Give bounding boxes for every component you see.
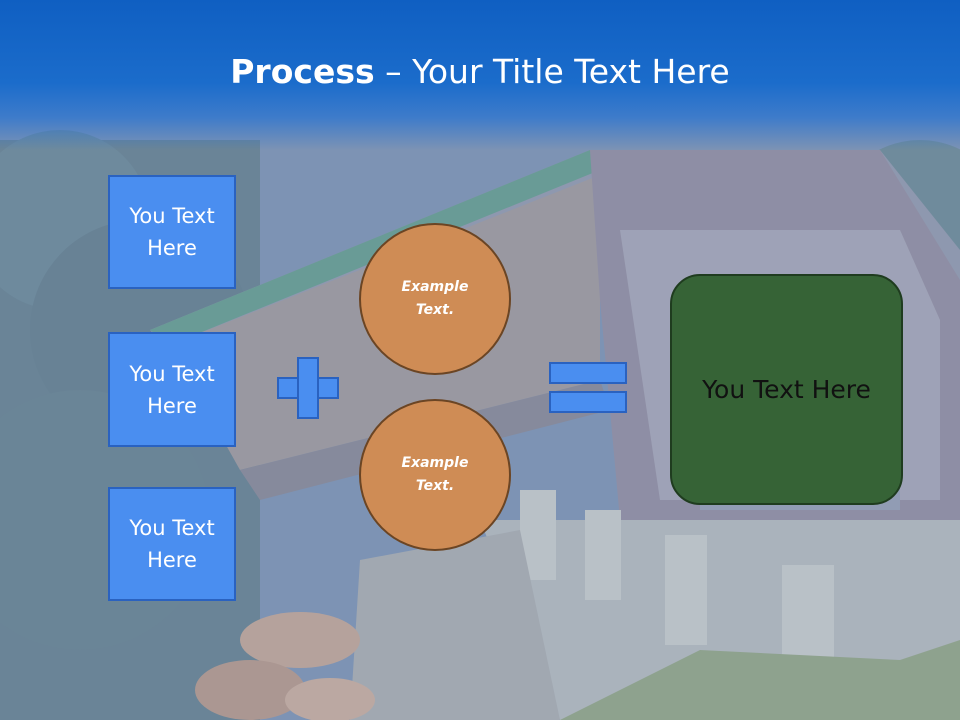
title-bold: Process: [230, 52, 375, 91]
input-box-3[interactable]: You Text Here: [108, 487, 236, 601]
result-box[interactable]: You Text Here: [670, 274, 903, 505]
slide-title: Process – Your Title Text Here: [0, 52, 960, 91]
input-box-2-label: You Text Here: [129, 361, 215, 418]
example-circle-1[interactable]: Example Text.: [359, 223, 511, 375]
title-text: Your Title Text Here: [412, 52, 730, 91]
input-box-1-label: You Text Here: [129, 204, 215, 260]
result-box-label: You Text Here: [702, 375, 871, 404]
title-dash: –: [374, 52, 413, 91]
input-box-1[interactable]: You Text Here: [108, 175, 236, 289]
input-box-3-label: You Text Here: [129, 516, 215, 572]
input-box-2[interactable]: You Text Here: [108, 332, 236, 447]
example-circle-1-label: Example Text.: [401, 279, 469, 318]
example-circle-2[interactable]: Example Text.: [359, 399, 511, 551]
title-bar: [0, 0, 960, 150]
example-circle-2-label: Example Text.: [401, 455, 469, 494]
